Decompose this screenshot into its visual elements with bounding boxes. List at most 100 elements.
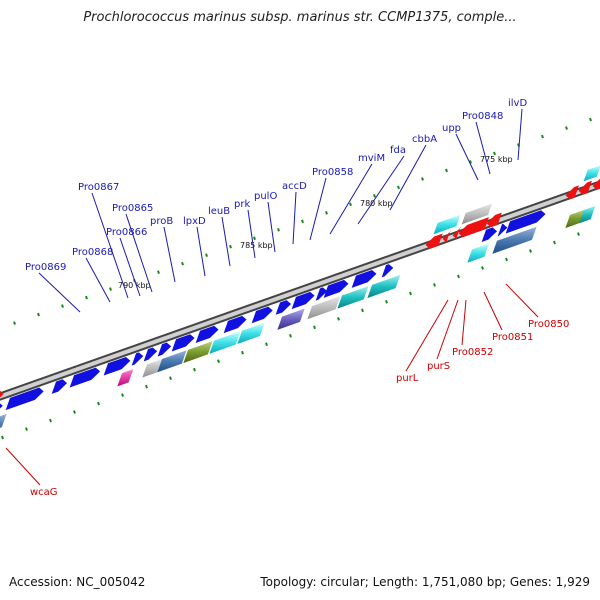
forward-cds: [481, 227, 498, 243]
tick: [169, 376, 172, 380]
gene-label-reverse: purS: [427, 361, 450, 372]
tick: [121, 393, 124, 397]
annotation-block: [117, 369, 134, 387]
reverse-annotation: [433, 214, 461, 235]
forward-cds: [171, 334, 195, 352]
annotation-block: [337, 286, 369, 309]
tick: [577, 232, 580, 236]
leader-line: [85, 257, 111, 303]
gene-label-forward: fda: [390, 145, 406, 156]
forward-cds: [381, 264, 394, 278]
leader-line: [517, 108, 523, 161]
forward-cds: [131, 352, 144, 366]
annotation-block: [492, 226, 537, 254]
tick: [25, 427, 28, 431]
annotation-block: [0, 413, 7, 428]
leader-line: [247, 209, 256, 259]
annotation-block: [467, 243, 489, 263]
tick: [145, 384, 148, 389]
gene-label-forward: prk: [234, 199, 250, 210]
features-track: [0, 165, 600, 428]
tick: [61, 304, 64, 308]
forward-cds: [505, 210, 546, 234]
tick: [397, 185, 400, 190]
tick: [85, 295, 88, 300]
tick: [181, 261, 184, 266]
kbp-marker: 790 kbp: [118, 281, 151, 290]
gene-label-forward: ilvD: [508, 98, 527, 109]
tick: [541, 134, 544, 139]
forward-cds: [351, 270, 377, 288]
forward-cds: [69, 367, 101, 388]
forward-cds: [103, 356, 131, 376]
topology-text: Topology: circular; Length: 1,751,080 bp…: [260, 575, 590, 589]
tick: [493, 151, 496, 156]
tick: [409, 291, 412, 296]
leader-line: [405, 299, 449, 372]
genome-backbone: [0, 180, 600, 401]
tick: [433, 283, 436, 287]
tick: [469, 160, 472, 164]
gene-label-forward: Pro0848: [462, 111, 503, 122]
reverse-cds: [452, 226, 462, 240]
gene-label-forward: lpxD: [183, 216, 206, 227]
leader-line: [5, 447, 41, 486]
forward-cds: [223, 315, 247, 334]
gene-label-forward: leuB: [208, 206, 230, 217]
leader-line: [436, 299, 459, 360]
reverse-annotation: [461, 203, 493, 225]
tick: [301, 219, 304, 224]
leader-line: [38, 272, 81, 313]
accession-text: Accession: NC_005042: [9, 575, 146, 589]
annotation-block: [209, 331, 241, 354]
tick: [289, 333, 292, 338]
leader-line: [309, 177, 327, 241]
gene-label-forward: Pro0868: [72, 247, 113, 258]
forward-cds: [251, 306, 273, 324]
forward-cds: [497, 223, 508, 237]
tick: [205, 253, 208, 258]
reverse-cds: [486, 212, 502, 228]
gene-label-reverse: wcaG: [30, 487, 58, 498]
gene-label-forward: mviM: [358, 153, 385, 164]
forward-cds: [0, 403, 3, 409]
reverse-cds: [592, 178, 600, 190]
forward-cds: [143, 347, 158, 362]
leader-line: [329, 163, 373, 235]
kbp-marker: 775 kbp: [480, 155, 513, 164]
leader-line: [475, 121, 491, 175]
tick: [529, 249, 532, 253]
label-leaders: [5, 108, 539, 486]
tick: [217, 359, 220, 364]
leader-line: [455, 133, 479, 181]
leader-line: [163, 226, 176, 283]
annotation-block: [565, 209, 586, 229]
tick: [277, 227, 280, 232]
forward-cds: [291, 291, 315, 310]
tick: [13, 321, 16, 325]
annotation-block: [307, 296, 341, 320]
gene-label-forward: upp: [442, 123, 461, 134]
leader-line: [196, 226, 206, 277]
forward-cds: [275, 300, 292, 315]
leader-line: [125, 213, 153, 293]
tick: [1, 435, 4, 440]
reverse-cds: [442, 230, 452, 244]
gene-label-forward: Pro0858: [312, 167, 353, 178]
tick: [97, 401, 100, 406]
reverse-cds: [425, 233, 443, 249]
annotation-block: [237, 322, 265, 344]
leader-line: [221, 216, 231, 267]
tick: [589, 117, 592, 122]
annotation-block: [157, 350, 187, 373]
tick: [457, 274, 460, 279]
leader-line: [483, 291, 503, 331]
gene-label-forward: proB: [150, 216, 173, 227]
forward-cds: [195, 325, 219, 344]
tick: [109, 287, 112, 291]
tick: [565, 126, 568, 130]
kbp-marker: 780 kbp: [360, 199, 393, 208]
tick: [325, 210, 328, 215]
